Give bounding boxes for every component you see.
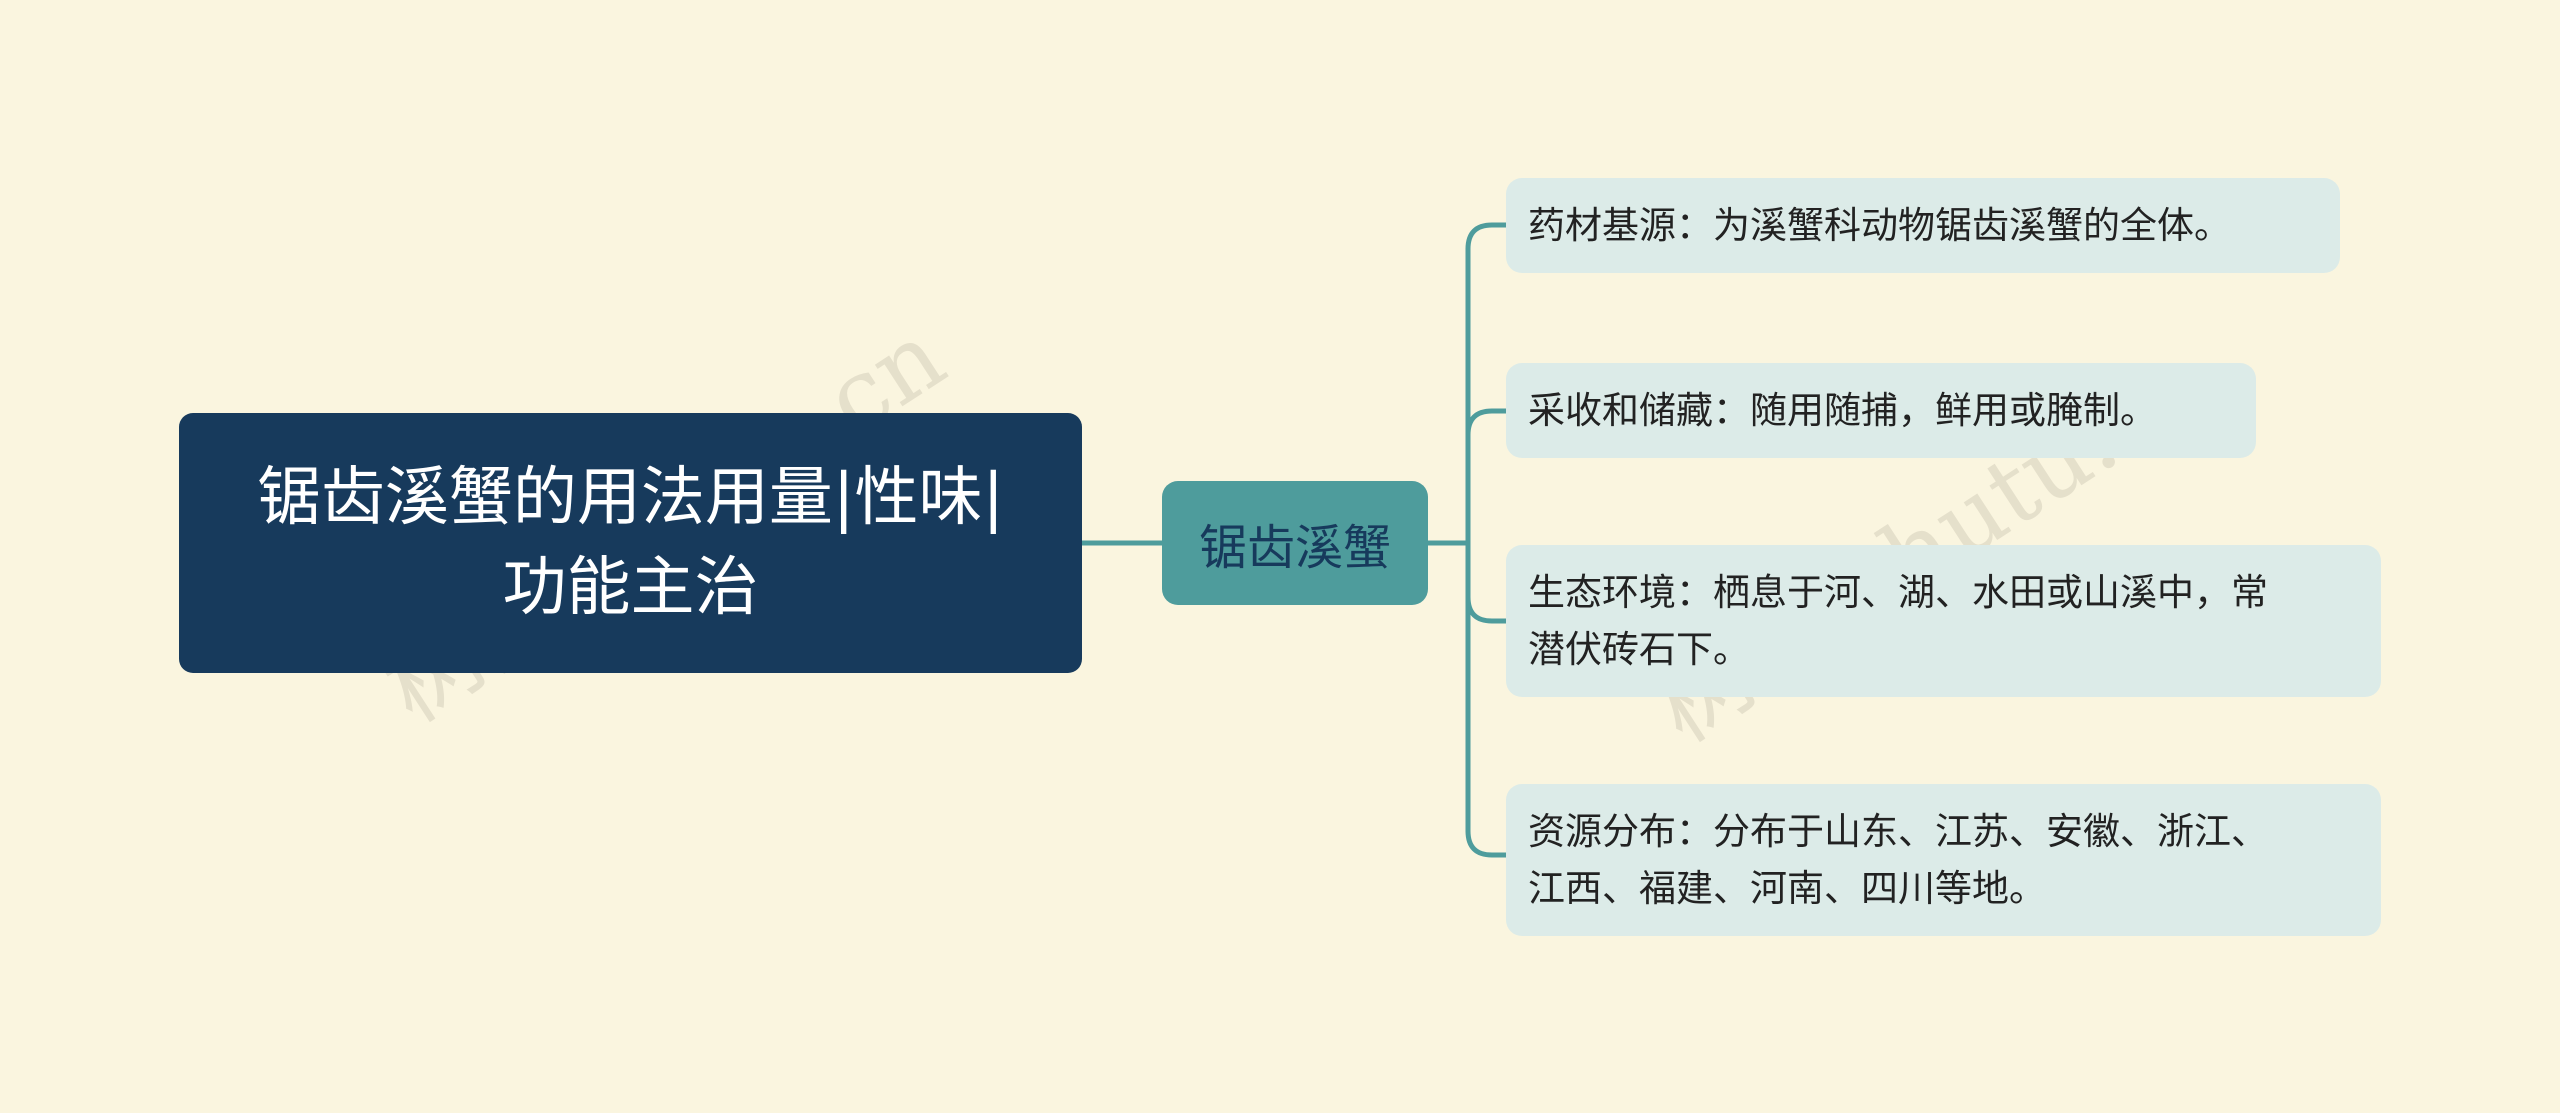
branch-connector-0 (1465, 222, 1509, 252)
central-topic-node[interactable]: 锯齿溪蟹 (1162, 481, 1428, 605)
subtopic-node-distribution[interactable]: 资源分布：分布于山东、江苏、安徽、浙江、 江西、福建、河南、四川等地。 (1506, 784, 2381, 936)
subtopic-label: 生态环境：栖息于河、湖、水田或山溪中，常 潜伏砖石下。 (1528, 571, 2268, 671)
branch-connector-3 (1465, 828, 1509, 858)
subtopic-label: 药材基源：为溪蟹科动物锯齿溪蟹的全体。 (1528, 204, 2231, 247)
subtopic-label: 资源分布：分布于山东、江苏、安徽、浙江、 江西、福建、河南、四川等地。 (1528, 810, 2268, 910)
branch-connector-2 (1465, 594, 1509, 624)
central-topic-label: 锯齿溪蟹 (1198, 520, 1391, 576)
subtopic-node-source[interactable]: 药材基源：为溪蟹科动物锯齿溪蟹的全体。 (1506, 178, 2340, 273)
root-topic-label: 锯齿溪蟹的用法用量|性味| 功能主治 (256, 461, 1005, 625)
subtopic-node-harvest-storage[interactable]: 采收和储藏：随用随捕，鲜用或腌制。 (1506, 363, 2256, 458)
root-topic-node[interactable]: 锯齿溪蟹的用法用量|性味| 功能主治 (179, 413, 1082, 673)
branch-connector-1 (1465, 408, 1509, 438)
subtopic-node-habitat[interactable]: 生态环境：栖息于河、湖、水田或山溪中，常 潜伏砖石下。 (1506, 545, 2381, 697)
subtopic-label: 采收和储藏：随用随捕，鲜用或腌制。 (1528, 389, 2157, 432)
